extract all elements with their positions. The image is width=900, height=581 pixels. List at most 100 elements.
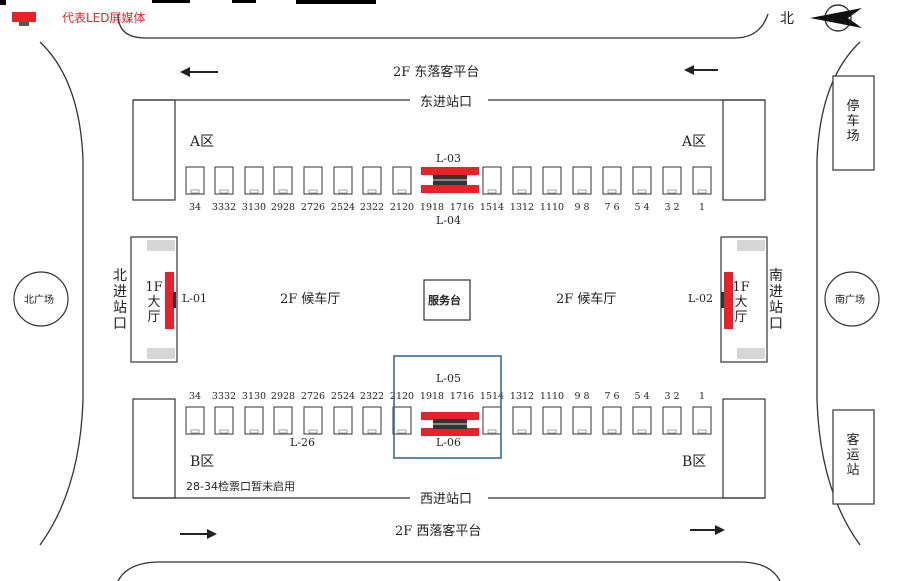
south-plaza-label: 南广场 [835,293,865,306]
led-l02-screen [724,272,733,329]
parking-building [832,75,875,171]
gates-bottom-row [185,406,712,435]
gate-box [333,166,353,195]
gate-number: 2120 [390,391,414,402]
gate-box [303,166,323,195]
svg-text:进: 进 [769,284,783,300]
gate-box [572,406,592,435]
gate-number: 1918 [420,202,444,213]
gate-number: 3130 [242,202,266,213]
gate-box [632,166,652,195]
cropped-title-fragment [0,0,376,5]
gate-number: 2322 [360,202,384,213]
gate-number: 7 6 [604,391,619,402]
gate-box [392,166,412,195]
west-platform-label: 2F 西落客平台 [395,523,481,539]
svg-text:1F: 1F [732,280,749,295]
gate-box [542,166,562,195]
svg-text:北: 北 [113,268,127,284]
gate-box [602,166,622,195]
gate-number: 2726 [301,391,325,402]
gate-number: 34 [189,202,201,213]
gate-number: 1 [699,391,705,402]
svg-text:大: 大 [147,295,160,310]
led-l26-label: L-26 [290,436,315,449]
svg-text:大: 大 [734,295,747,310]
gate-number: 1110 [540,202,564,213]
svg-text:口: 口 [769,316,783,332]
gate-number: 3332 [212,391,236,402]
gate-number: 1716 [450,391,474,402]
gate-number: 1 [699,202,705,213]
gate-number: 9 8 [574,202,589,213]
svg-text:站: 站 [769,300,783,316]
gate-number: 3 2 [664,391,679,402]
svg-text:运: 运 [846,448,859,463]
north-plaza [13,271,69,327]
gate-box [392,406,412,435]
note-text: 28-34检票口暂未启用 [186,479,295,493]
led-l02-label: L-02 [688,292,713,305]
gate-number: 2524 [331,202,355,213]
svg-text:站: 站 [846,463,859,478]
gate-number: 5 4 [634,202,649,213]
gate-box [185,166,205,195]
svg-text:口: 口 [113,316,127,332]
gate-number: 5 4 [634,391,649,402]
gate-box [482,166,502,195]
north-arrow-icon [810,4,862,32]
east-entrance-label: 东进站口 [420,95,472,110]
gate-number: 2322 [360,391,384,402]
gate-number: 2726 [301,202,325,213]
led-l01-screen [165,272,174,329]
north-marker: 北 [780,11,794,27]
svg-text:站: 站 [113,300,127,316]
svg-text:进: 进 [113,284,127,300]
west-entrance-label: 西进站口 [420,492,472,507]
gate-number: 34 [189,391,201,402]
gate-box [632,406,652,435]
bus-station-building [832,409,875,505]
stairs-icon [147,240,765,359]
svg-text:停: 停 [846,98,859,114]
led-l05-label: L-05 [436,372,461,385]
gate-box [572,166,592,195]
zone-a-right: A区 [681,134,706,150]
east-platform-label: 2F 东落客平台 [393,64,479,80]
gate-box [362,406,382,435]
svg-text:1F: 1F [145,280,162,295]
svg-text:南: 南 [769,268,783,284]
gate-number: 3332 [212,202,236,213]
bus-station-label: 客运站 [846,432,859,478]
gate-box [512,406,532,435]
gate-box [214,166,234,195]
led-l06-screen [421,412,479,436]
gate-number: 3 2 [664,202,679,213]
led-l06-label: L-06 [436,436,461,449]
gate-number: 1110 [540,391,564,402]
gate-box [692,406,712,435]
gate-number: 1514 [480,391,504,402]
legend-text: 代表LED屏媒体 [62,11,146,25]
gate-number: 1312 [510,391,534,402]
gate-box [362,166,382,195]
gate-number: 2928 [271,391,295,402]
south-plaza [824,271,880,327]
gates-top-row [185,166,712,195]
gate-number: 9 8 [574,391,589,402]
station-frame [132,99,766,499]
north-plaza-label: 北广场 [24,293,54,306]
direction-arrows [180,65,725,539]
zone-b-right: B区 [682,454,706,470]
gate-number: 2120 [390,202,414,213]
gate-box [512,166,532,195]
gate-box [214,406,234,435]
gate-number: 3130 [242,391,266,402]
